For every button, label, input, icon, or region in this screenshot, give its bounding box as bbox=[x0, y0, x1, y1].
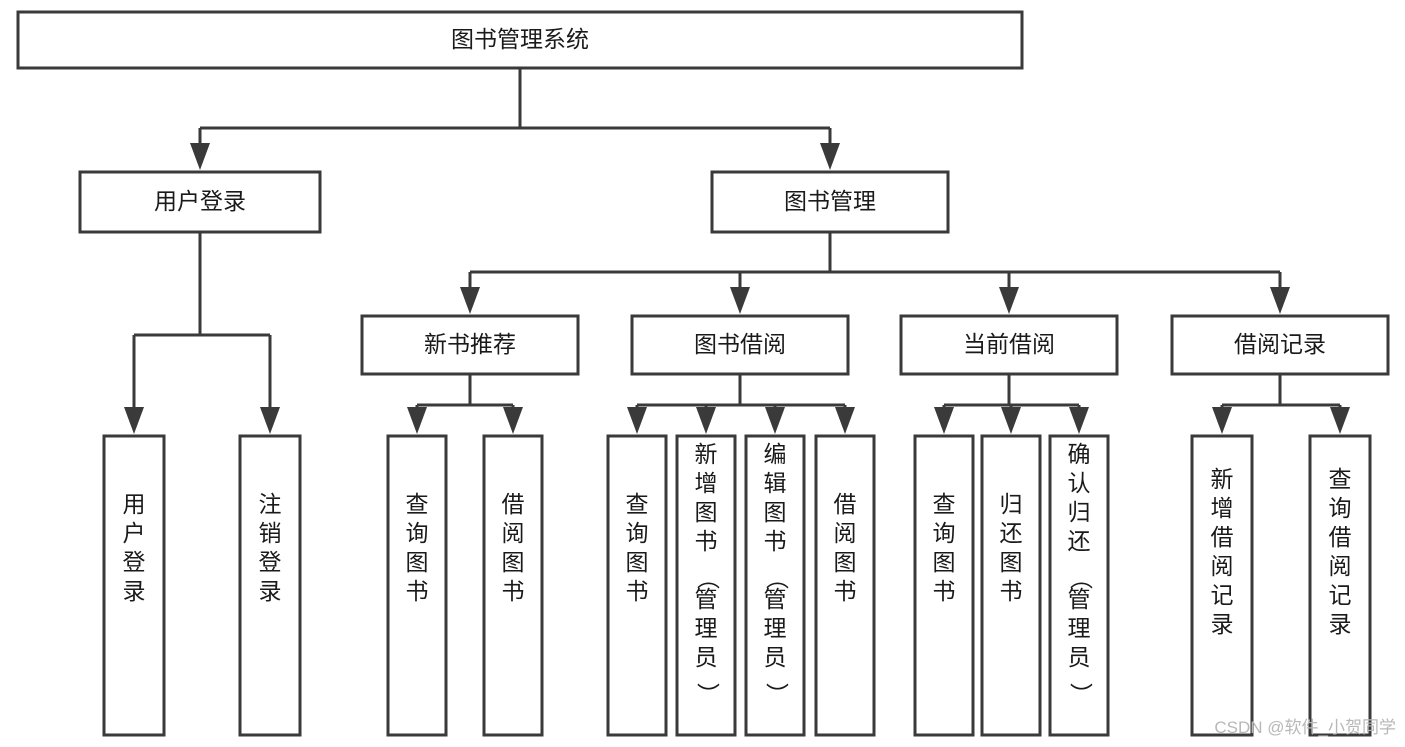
node-new-book-rec[interactable]: 新书推荐 bbox=[360, 314, 580, 376]
node-leaf-query-book-1-box[interactable] bbox=[386, 434, 448, 737]
node-leaf-logout-login-box[interactable] bbox=[238, 434, 302, 737]
node-leaf-borrow-book-2-box[interactable] bbox=[814, 434, 876, 737]
node-user-login-label: 用户登录 bbox=[154, 188, 246, 214]
node-leaf-query-book-1-label: 查询图书 bbox=[406, 491, 429, 604]
arrow-leaf-query-record bbox=[1330, 407, 1350, 434]
node-leaf-add-book[interactable]: 新增图书管理员 （ ） bbox=[675, 434, 737, 737]
node-user-login-box[interactable] bbox=[78, 170, 322, 234]
node-book-borrow[interactable]: 图书借阅 bbox=[630, 314, 850, 376]
node-leaf-logout-login[interactable]: 注销登录 bbox=[238, 434, 302, 737]
arrow-to-book-manage bbox=[820, 143, 840, 170]
arrow-leaf-query-book-3 bbox=[934, 407, 954, 434]
node-leaf-query-book-3[interactable]: 查询图书 bbox=[913, 434, 975, 737]
svg-text:（: （ bbox=[695, 567, 721, 590]
node-book-manage-box[interactable] bbox=[710, 170, 950, 234]
node-leaf-add-book-label: 新增图书管理员 bbox=[695, 441, 718, 670]
svg-text:）: ） bbox=[1068, 683, 1094, 706]
node-leaf-confirm-return-label: 确认归还管理员 bbox=[1068, 441, 1091, 670]
node-leaf-borrow-book-1-box[interactable] bbox=[482, 434, 544, 737]
node-book-borrow-box[interactable] bbox=[630, 314, 850, 376]
arrow-leaf-confirm-return bbox=[1069, 407, 1089, 434]
node-leaf-query-book-1[interactable]: 查询图书 bbox=[386, 434, 448, 737]
node-leaf-return-book-box[interactable] bbox=[980, 434, 1042, 737]
node-leaf-query-book-3-box[interactable] bbox=[913, 434, 975, 737]
arrow-leaf-borrow-book-2 bbox=[835, 407, 855, 434]
svg-text:（: （ bbox=[764, 567, 790, 590]
csdn-watermark: CSDN @软件_小贺同学 bbox=[1214, 718, 1396, 737]
node-current-borrow[interactable]: 当前借阅 bbox=[899, 314, 1119, 376]
svg-text:）: ） bbox=[764, 683, 790, 706]
node-new-book-rec-box[interactable] bbox=[360, 314, 580, 376]
node-leaf-user-login[interactable]: 用户登录 bbox=[102, 434, 166, 737]
node-root-box[interactable] bbox=[16, 10, 1024, 70]
arrow-leaf-user-login bbox=[124, 407, 144, 434]
node-current-borrow-label: 当前借阅 bbox=[963, 331, 1055, 357]
arrow-borrow-record bbox=[1270, 287, 1290, 314]
node-borrow-record-box[interactable] bbox=[1170, 314, 1390, 376]
node-borrow-record[interactable]: 借阅记录 bbox=[1170, 314, 1390, 376]
node-new-book-rec-label: 新书推荐 bbox=[424, 331, 516, 357]
node-leaf-borrow-book-1-label: 借阅图书 bbox=[502, 491, 525, 604]
node-leaf-confirm-return[interactable]: 确认归还管理员 （ ） bbox=[1048, 434, 1110, 737]
node-leaf-edit-book-box[interactable] bbox=[744, 434, 806, 737]
node-leaf-logout-login-label: 注销登录 bbox=[259, 491, 282, 604]
arrow-leaf-query-book-2 bbox=[627, 407, 647, 434]
node-borrow-record-label: 借阅记录 bbox=[1234, 331, 1326, 357]
node-leaf-edit-book[interactable]: 编辑图书管理员 （ ） bbox=[744, 434, 806, 737]
arrow-new-book-rec bbox=[460, 287, 480, 314]
node-leaf-query-book-2-label: 查询图书 bbox=[626, 491, 649, 604]
node-book-borrow-label: 图书借阅 bbox=[694, 331, 786, 357]
arrow-leaf-query-book-1 bbox=[407, 407, 427, 434]
node-book-manage-label: 图书管理 bbox=[784, 188, 876, 214]
node-leaf-query-book-2[interactable]: 查询图书 bbox=[606, 434, 668, 737]
node-book-manage[interactable]: 图书管理 bbox=[710, 170, 950, 234]
arrow-leaf-add-record bbox=[1212, 407, 1232, 434]
arrow-book-borrow bbox=[730, 287, 750, 314]
arrow-leaf-logout-login bbox=[260, 407, 280, 434]
edges-layer bbox=[124, 68, 1350, 434]
node-leaf-add-record[interactable]: 新增借阅记录 bbox=[1190, 434, 1254, 737]
node-leaf-borrow-book-2-label: 借阅图书 bbox=[834, 491, 857, 604]
node-leaf-user-login-box[interactable] bbox=[102, 434, 166, 737]
node-leaf-edit-book-label: 编辑图书管理员 bbox=[764, 441, 787, 670]
node-leaf-query-record[interactable]: 查询借阅记录 bbox=[1308, 434, 1372, 737]
svg-text:）: ） bbox=[695, 683, 721, 706]
node-leaf-confirm-return-box[interactable] bbox=[1048, 434, 1110, 737]
node-user-login[interactable]: 用户登录 bbox=[78, 170, 322, 234]
node-root[interactable]: 图书管理系统 bbox=[16, 10, 1024, 70]
node-leaf-query-book-3-label: 查询图书 bbox=[933, 491, 956, 604]
node-leaf-query-book-2-box[interactable] bbox=[606, 434, 668, 737]
node-leaf-query-record-box[interactable] bbox=[1308, 434, 1372, 737]
svg-text:（: （ bbox=[1068, 567, 1094, 590]
node-leaf-add-record-box[interactable] bbox=[1190, 434, 1254, 737]
node-leaf-add-record-label: 新增借阅记录 bbox=[1211, 466, 1234, 637]
arrow-leaf-borrow-book-1 bbox=[503, 407, 523, 434]
node-root-label: 图书管理系统 bbox=[451, 26, 589, 52]
arrow-leaf-edit-book bbox=[765, 407, 785, 434]
arrow-to-user-login bbox=[190, 143, 210, 170]
node-leaf-borrow-book-1[interactable]: 借阅图书 bbox=[482, 434, 544, 737]
node-leaf-return-book[interactable]: 归还图书 bbox=[980, 434, 1042, 737]
node-current-borrow-box[interactable] bbox=[899, 314, 1119, 376]
node-leaf-add-book-box[interactable] bbox=[675, 434, 737, 737]
arrow-leaf-return-book bbox=[1001, 407, 1021, 434]
node-leaf-user-login-label: 用户登录 bbox=[123, 491, 146, 604]
node-leaf-query-record-label: 查询借阅记录 bbox=[1329, 466, 1352, 637]
arrow-current-borrow bbox=[999, 287, 1019, 314]
node-leaf-return-book-label: 归还图书 bbox=[1000, 491, 1023, 604]
node-leaf-borrow-book-2[interactable]: 借阅图书 bbox=[814, 434, 876, 737]
arrow-leaf-add-book bbox=[696, 407, 716, 434]
